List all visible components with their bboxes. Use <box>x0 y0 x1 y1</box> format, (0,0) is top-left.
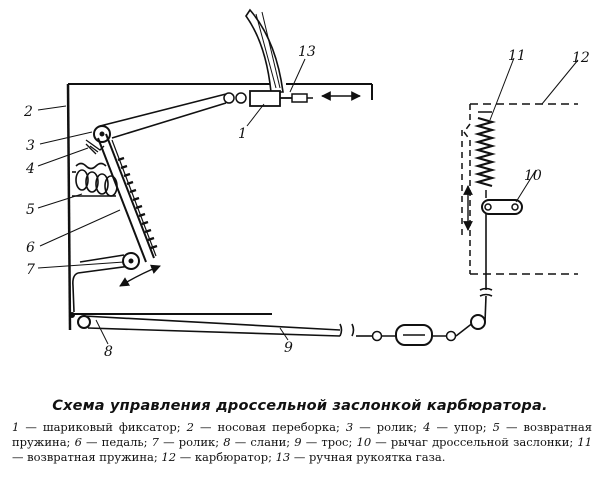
legend-item: 12 — карбюратор; <box>161 450 272 464</box>
bulkhead <box>66 83 373 331</box>
legend-item: 6 — педаль; <box>75 435 148 449</box>
callout-2: 2 <box>23 104 33 120</box>
ball-detent <box>223 90 313 107</box>
callout-10: 10 <box>524 168 542 184</box>
throttle-control-diagram: 1 2 3 4 5 6 7 8 9 10 11 12 13 <box>23 8 590 360</box>
legend-item: 2 — носовая переборка; <box>187 420 340 434</box>
return-spring-carb <box>473 111 497 198</box>
legend-number: 7 <box>151 435 159 449</box>
throttle-cable <box>83 315 372 337</box>
callout-11: 11 <box>508 48 526 64</box>
legend-text: — педаль; <box>86 435 148 449</box>
floor-boards <box>69 312 272 329</box>
legend-number: 6 <box>74 435 82 449</box>
hand-lever <box>245 8 284 93</box>
legend-item: 3 — ролик; <box>346 420 417 434</box>
legend-text: — трос; <box>305 435 353 449</box>
callout-1: 1 <box>238 126 247 142</box>
turnbuckle <box>371 321 475 346</box>
callout-9: 9 <box>284 340 293 356</box>
callout-4: 4 <box>25 161 35 177</box>
legend-text: — носовая переборка; <box>199 420 340 434</box>
callout-7: 7 <box>26 262 35 278</box>
legend-number: 8 <box>223 435 231 449</box>
legend-item: 8 — слани; <box>223 435 290 449</box>
caption-title: Схема управления дроссельной заслонкой к… <box>52 398 548 414</box>
callout-13: 13 <box>298 44 316 60</box>
legend-number: 13 <box>275 450 291 464</box>
callout-8: 8 <box>104 344 113 360</box>
legend-text: — карбюратор; <box>179 450 272 464</box>
legend-item: 9 — трос; <box>294 435 352 449</box>
legend-number: 10 <box>356 435 372 449</box>
legend-number: 12 <box>161 450 177 464</box>
pedal <box>97 133 158 263</box>
legend-text: — ролик; <box>163 435 220 449</box>
legend-number: 3 <box>345 420 354 434</box>
legend-text: — слани; <box>234 435 291 449</box>
legend-text: — рычаг дроссельной заслонки; <box>375 435 574 449</box>
lower-roller <box>122 252 140 270</box>
legend-number: 2 <box>186 420 194 434</box>
callout-12: 12 <box>572 50 590 66</box>
carburetor <box>461 103 578 275</box>
leader-lines <box>37 57 579 345</box>
legend-text: — ролик; <box>359 420 418 434</box>
legend-item: 7 — ролик; <box>152 435 219 449</box>
legend-text: — ручная рукоятка газа. <box>293 450 446 464</box>
legend-number: 9 <box>294 435 302 449</box>
legend-number: 11 <box>577 435 593 449</box>
legend-item: 10 — рычаг дроссельной заслонки; <box>357 435 574 449</box>
legend-text: — возвратная пружина; <box>12 450 158 464</box>
callout-5: 5 <box>26 202 35 218</box>
legend-text: — упор; <box>436 420 487 434</box>
legend-item: 4 — упор; <box>423 420 486 434</box>
callout-3: 3 <box>26 138 35 154</box>
legend-number: 5 <box>492 420 500 434</box>
legend-number: 1 <box>12 420 20 434</box>
legend-item: 5 — возвратная пружина; <box>12 420 592 449</box>
legend: 1 — шариковый фиксатор; 2 — носовая пере… <box>12 420 592 465</box>
callout-6: 6 <box>26 240 35 256</box>
carburetor-cable <box>470 210 493 330</box>
legend-item: 1 — шариковый фиксатор; <box>12 420 181 434</box>
legend-text: — шариковый фиксатор; <box>25 420 181 434</box>
return-spring-pedal <box>72 162 118 197</box>
legend-item: 11 — возвратная пружина; <box>12 435 592 464</box>
pedal-motion-arrow <box>119 264 161 287</box>
legend-number: 4 <box>423 420 431 434</box>
legend-item: 13 — ручная рукоятка газа. <box>276 450 446 464</box>
throttle-lever <box>481 199 523 215</box>
upper-cable <box>99 93 227 139</box>
legend-text: — возвратная пружина; <box>12 420 593 449</box>
